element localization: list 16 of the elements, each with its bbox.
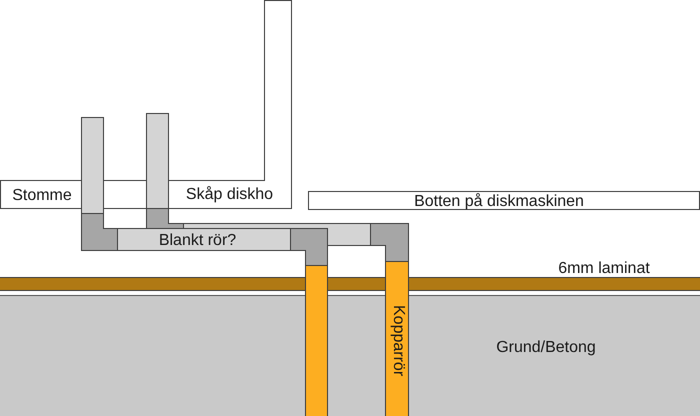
pipe-section xyxy=(81,117,104,214)
copper-pipe xyxy=(385,261,409,416)
panel-label: Botten på diskmaskinen xyxy=(414,194,584,210)
frame-panel xyxy=(0,180,82,209)
layer-label: 6mm laminat xyxy=(558,261,650,277)
ground-label: Grund/Betong xyxy=(496,340,596,356)
pipe-section xyxy=(117,228,291,251)
panel-label: Stomme xyxy=(12,188,72,204)
copper-pipe xyxy=(305,265,328,416)
pipe-label: Kopparrör xyxy=(390,305,406,377)
frame-panel xyxy=(103,180,147,209)
pipe-label: Blankt rör? xyxy=(158,232,236,248)
concrete-ground xyxy=(0,295,700,416)
dishwasher-base-panel xyxy=(308,191,700,210)
cabinet-label: Skåp diskho xyxy=(186,186,274,202)
pipe-section xyxy=(146,113,169,209)
